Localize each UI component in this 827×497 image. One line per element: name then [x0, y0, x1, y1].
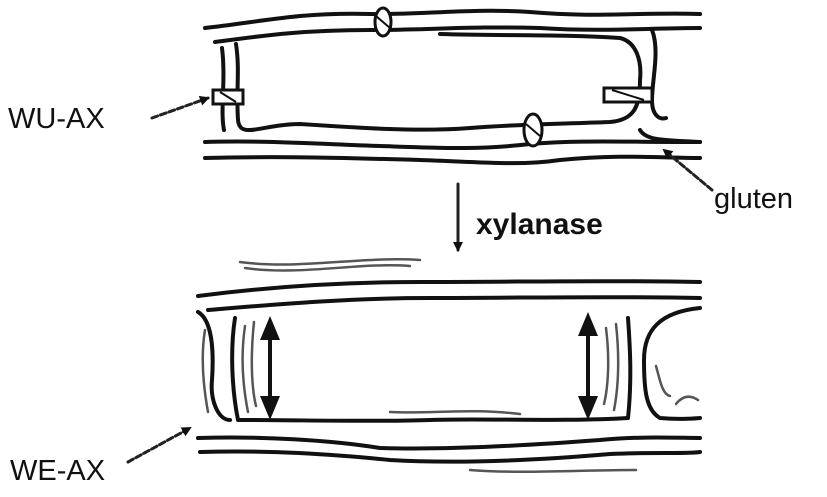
expansion-arrow-left: [260, 316, 280, 420]
wu-ax-label: WU-AX: [8, 103, 105, 135]
crosslink-right: [604, 88, 652, 102]
xylanase-label: xylanase: [476, 208, 603, 241]
crosslink-bottom: [524, 114, 542, 146]
crosslink-left: [213, 90, 243, 104]
we-ax-pointer-arrow: [128, 428, 190, 462]
gluten-label: gluten: [714, 183, 793, 215]
top-network: [205, 8, 700, 163]
we-ax-label: WE-AX: [10, 455, 105, 487]
bottom-network: [198, 259, 700, 472]
wu-ax-pointer-arrow: [152, 98, 208, 118]
crosslink-top: [375, 8, 391, 36]
expansion-arrow-right: [578, 312, 598, 420]
